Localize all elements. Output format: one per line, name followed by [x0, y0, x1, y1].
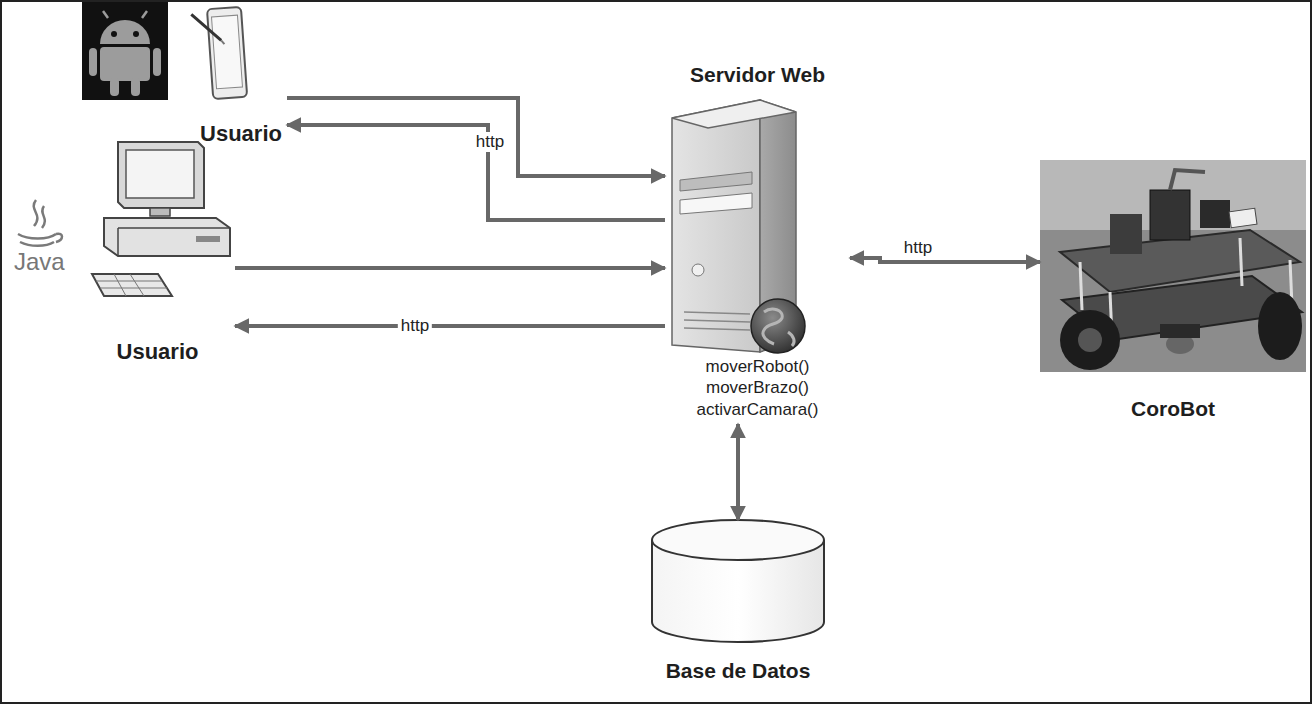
http-connector	[235, 266, 665, 270]
method-list: moverRobot() moverBrazo() activarCamara(…	[697, 356, 819, 420]
node-title: CoroBot	[1131, 396, 1215, 422]
logo-text: Java	[14, 248, 65, 276]
globe-icon	[751, 299, 805, 353]
database-cylinder	[652, 520, 824, 642]
node-title: Servidor Web	[690, 62, 825, 88]
user-pc-node: Usuario	[80, 140, 235, 370]
http-connector	[235, 324, 665, 328]
protocol-label: http	[473, 132, 507, 152]
protocol-label: http	[398, 316, 432, 336]
web-server-node: Servidor Web moverRobot() moverBrazo() ac…	[665, 60, 850, 424]
node-title: Usuario	[200, 120, 282, 148]
user-tablet-node: Usuario	[195, 4, 287, 154]
http-connector	[850, 258, 1040, 262]
robot-node: CoroBot	[1040, 160, 1306, 430]
protocol-label: http	[901, 238, 935, 258]
http-connector	[287, 98, 665, 176]
http-connector	[287, 125, 665, 220]
android-icon	[82, 2, 168, 100]
server-tower	[672, 100, 805, 353]
node-title: Usuario	[117, 338, 199, 366]
java-logo	[18, 200, 62, 246]
tablet-icon	[191, 7, 247, 100]
desktop-pc-icon	[92, 142, 230, 296]
node-title: Base de Datos	[666, 658, 811, 684]
http-connector	[736, 424, 740, 520]
database-node: Base de Datos	[640, 520, 836, 692]
robot-photo	[1040, 160, 1306, 372]
